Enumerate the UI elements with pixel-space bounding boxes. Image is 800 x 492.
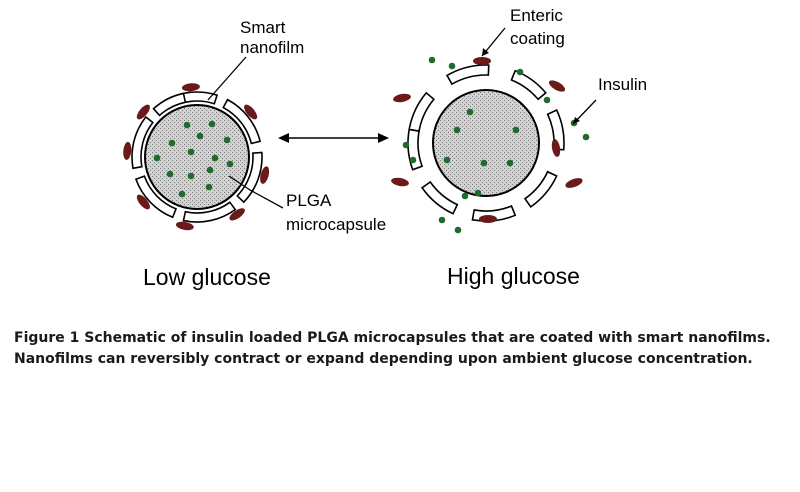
enteric-coating-high xyxy=(391,57,583,223)
plga-microcapsule-low xyxy=(144,104,250,210)
plga-label-2: microcapsule xyxy=(286,215,386,234)
insulin-dot xyxy=(223,136,231,144)
plga-label-1: PLGA xyxy=(286,191,332,210)
enteric-coating-blob xyxy=(473,57,491,65)
insulin-dot xyxy=(206,166,214,174)
insulin-dot xyxy=(474,189,482,197)
nanofilm-segment xyxy=(222,98,262,145)
nanofilm-segment xyxy=(152,92,187,117)
nanofilm-segment xyxy=(523,170,558,209)
insulin-dot xyxy=(461,192,469,200)
insulin-dot xyxy=(187,148,195,156)
enteric-coating-blob xyxy=(260,166,270,184)
insulin-dot xyxy=(506,159,514,167)
low-glucose-capsule xyxy=(123,83,270,231)
insulin-dot xyxy=(453,126,461,134)
enteric-coating-blob xyxy=(123,141,132,160)
high-glucose-label: High glucose xyxy=(447,263,580,289)
nanofilm-segment xyxy=(420,180,459,215)
enteric-label-2: coating xyxy=(510,29,565,48)
enteric-coating-blob xyxy=(393,93,411,103)
enteric-coating-blob xyxy=(244,104,258,120)
enteric-coating-blob xyxy=(175,221,194,231)
insulin-dot xyxy=(183,121,191,129)
insulin-dot xyxy=(196,132,204,140)
insulin-dot xyxy=(512,126,520,134)
figure-caption: Figure 1 Schematic of insulin loaded PLG… xyxy=(14,330,771,367)
enteric-coating-blob xyxy=(181,83,200,92)
enteric-coating-blob xyxy=(229,208,245,221)
reversible-arrow xyxy=(278,133,389,143)
insulin-dot xyxy=(466,108,474,116)
insulin-dot xyxy=(438,216,446,224)
high-glucose-capsule xyxy=(391,56,590,234)
insulin-dot xyxy=(409,156,417,164)
insulin-dot xyxy=(208,120,216,128)
insulin-dot xyxy=(187,172,195,180)
enteric-coating-blob xyxy=(551,139,561,157)
nanofilm-segment xyxy=(445,64,490,86)
insulin-dot xyxy=(402,141,410,149)
insulin-dot xyxy=(516,68,524,76)
insulin-label: Insulin xyxy=(598,75,647,94)
enteric-coating-blob xyxy=(136,104,150,120)
nanofilm-segment xyxy=(131,115,154,170)
insulin-dot xyxy=(480,159,488,167)
smart-nanofilm-contracted xyxy=(131,91,263,223)
insulin-dot xyxy=(454,226,462,234)
insulin-dot xyxy=(428,56,436,64)
insulin-dot xyxy=(582,133,590,141)
insulin-dot xyxy=(205,183,213,191)
insulin-dot xyxy=(448,62,456,70)
nanofilm-segment xyxy=(408,91,436,133)
insulin-dot xyxy=(211,154,219,162)
nanofilm-segment xyxy=(236,151,263,204)
insulin-dot xyxy=(226,160,234,168)
insulin-arrowhead xyxy=(573,117,580,124)
insulin-dot xyxy=(178,190,186,198)
insulin-dot xyxy=(153,154,161,162)
enteric-coating-blob xyxy=(479,215,497,223)
insulin-dot xyxy=(168,139,176,147)
enteric-coating-blob xyxy=(391,177,409,187)
plga-microcapsule-high xyxy=(432,89,540,197)
enteric-coating-blob xyxy=(548,80,566,92)
low-glucose-label: Low glucose xyxy=(143,264,271,290)
insulin-dot xyxy=(166,170,174,178)
insulin-dots-high xyxy=(402,56,590,234)
smart-nanofilm-label-2: nanofilm xyxy=(240,38,304,57)
nanofilm-segment xyxy=(134,175,178,219)
enteric-coating-blob xyxy=(136,194,150,210)
enteric-coating-blob xyxy=(565,178,583,188)
nanofilm-segment xyxy=(407,128,424,171)
enteric-arrowhead xyxy=(482,48,489,56)
insulin-dot xyxy=(443,156,451,164)
enteric-coating-low xyxy=(123,83,270,231)
nanofilm-segment xyxy=(182,201,237,223)
smart-nanofilm-label-1: Smart xyxy=(240,18,286,37)
enteric-label-1: Enteric xyxy=(510,6,563,25)
nanofilm-segment xyxy=(510,69,547,101)
insulin-dot xyxy=(543,96,551,104)
insulin-dots-low xyxy=(153,120,234,198)
